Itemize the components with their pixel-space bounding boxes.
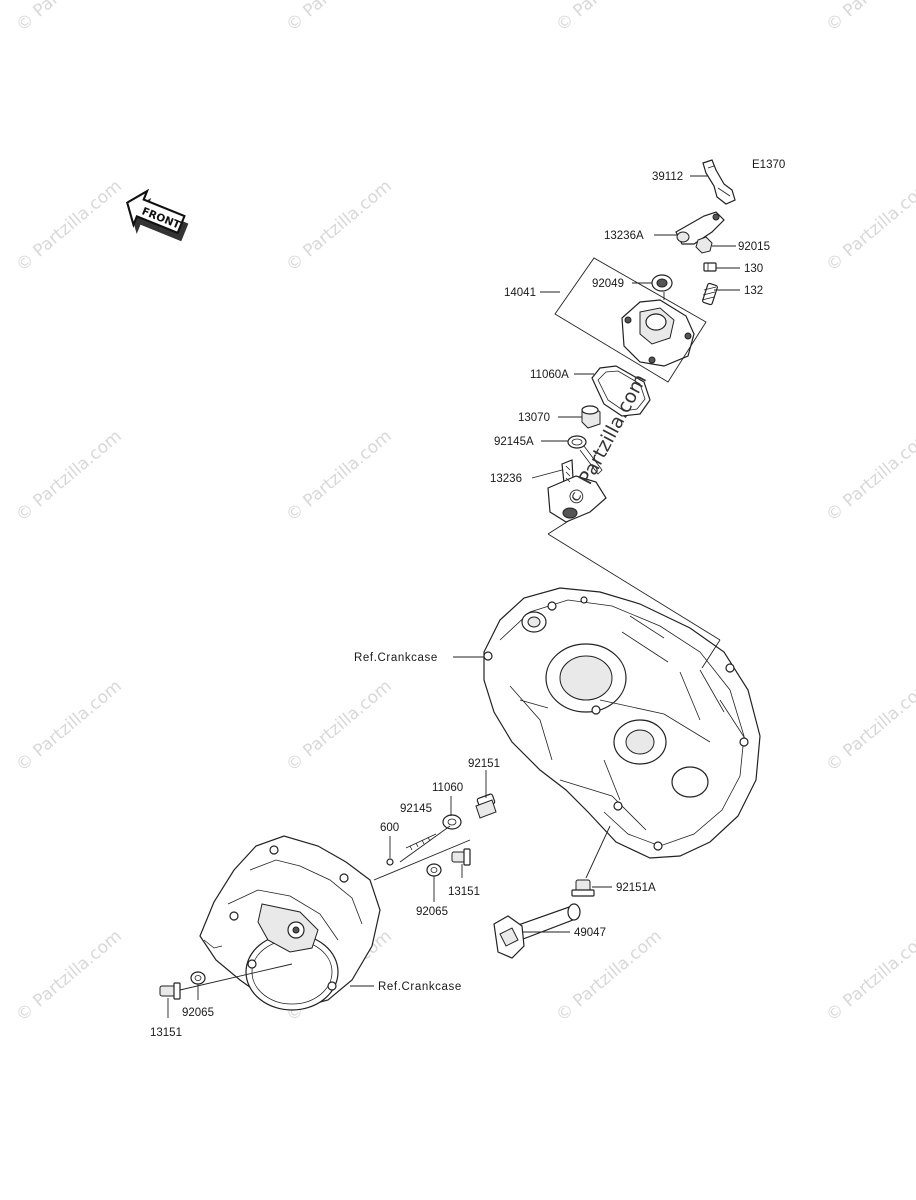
part-11060A — [591, 365, 651, 417]
label-92145A: 92145A — [494, 436, 534, 448]
part-92151 — [475, 793, 497, 819]
part-39112 — [702, 159, 736, 205]
watermark: © Partzilla.com — [12, 176, 125, 276]
part-92065-low — [190, 971, 206, 985]
watermark: © Partzilla.com — [552, 0, 665, 36]
label-ref-crankcase-bottom: Ref.Crankcase — [378, 981, 462, 993]
part-92065-mid — [426, 863, 442, 877]
part-600 — [386, 858, 394, 866]
label-ref-crankcase-top: Ref.Crankcase — [354, 652, 438, 664]
diagram-code: E1370 — [752, 159, 785, 171]
part-49047 — [493, 903, 581, 959]
part-13236A — [675, 211, 725, 245]
label-14041: 14041 — [504, 287, 536, 299]
label-92145: 92145 — [400, 803, 432, 815]
label-13070: 13070 — [518, 412, 550, 424]
part-14041-cover — [621, 299, 695, 367]
watermark: © Partzilla.com — [282, 426, 395, 526]
watermark: © Partzilla.com — [822, 176, 916, 276]
part-13151-mid — [451, 848, 471, 866]
label-600: 600 — [380, 822, 399, 834]
watermark: © Partzilla.com — [12, 0, 125, 36]
part-130 — [703, 262, 717, 272]
watermark: © Partzilla.com — [822, 426, 916, 526]
watermark: © Partzilla.com — [822, 676, 916, 776]
part-92145A — [567, 435, 603, 475]
label-11060: 11060 — [432, 782, 463, 794]
watermark: © Partzilla.com — [282, 0, 395, 36]
label-13236: 13236 — [490, 473, 522, 485]
part-11060 — [442, 814, 462, 830]
label-92065-low: 92065 — [182, 1007, 214, 1019]
label-92015: 92015 — [738, 241, 770, 253]
label-13151-mid: 13151 — [448, 886, 480, 898]
part-13070 — [581, 405, 601, 429]
part-92151A — [571, 879, 595, 897]
part-92049 — [651, 274, 673, 292]
label-92065-mid: 92065 — [416, 906, 448, 918]
label-92049: 92049 — [592, 278, 624, 290]
watermark: © Partzilla.com — [282, 176, 395, 276]
label-13236A: 13236A — [604, 230, 644, 242]
label-92151A: 92151A — [616, 882, 656, 894]
watermark: © Partzilla.com — [12, 926, 125, 1026]
leader-lines — [167, 175, 740, 1018]
watermark: © Partzilla.com — [552, 926, 665, 1026]
watermark: © Partzilla.com — [822, 926, 916, 1026]
watermark: © Partzilla.com — [822, 0, 916, 36]
part-13236 — [547, 459, 607, 523]
crankcase-right-half — [483, 587, 761, 859]
crankcase-left-half — [199, 835, 381, 1011]
watermark: © Partzilla.com — [12, 426, 125, 526]
front-arrow-icon: FRONT — [126, 188, 189, 242]
label-13151-low: 13151 — [150, 1027, 182, 1039]
label-130: 130 — [744, 263, 763, 275]
part-labels: 39112 13236A 92015 92049 130 14041 132 1… — [150, 171, 770, 1039]
group-bracket-14041 — [554, 257, 707, 383]
label-11060A: 11060A — [530, 369, 569, 381]
label-92151: 92151 — [468, 758, 500, 770]
label-49047: 49047 — [574, 927, 606, 939]
part-92015 — [695, 236, 713, 254]
part-13151-low — [159, 982, 181, 1000]
watermark: © Partzilla.com — [282, 676, 395, 776]
watermark: © Partzilla.com — [12, 676, 125, 776]
watermark-layer: © Partzilla.com © Partzilla.com © Partzi… — [12, 0, 916, 1026]
label-39112: 39112 — [652, 171, 683, 183]
part-92145 — [405, 833, 437, 851]
part-132 — [701, 282, 718, 306]
label-132: 132 — [744, 285, 763, 297]
